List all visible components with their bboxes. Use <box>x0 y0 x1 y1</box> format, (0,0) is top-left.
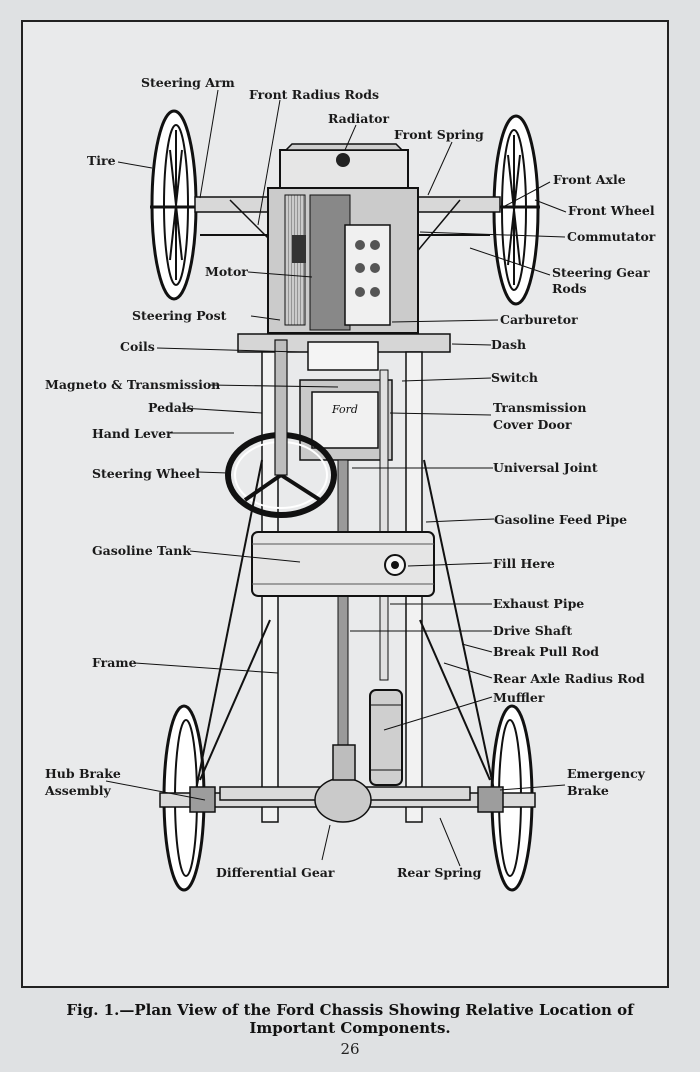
caption-line-1: Fig. 1.—Plan View of the Ford Chassis Sh… <box>66 1001 634 1019</box>
front-left-wheel <box>150 109 198 301</box>
label-steering-wheel: Steering Wheel <box>92 466 201 481</box>
label-universal-joint: Universal Joint <box>493 460 598 475</box>
label-exhaust-pipe: Exhaust Pipe <box>493 596 585 611</box>
label-fill-here: Fill Here <box>493 556 555 571</box>
steering-wheel <box>225 339 337 518</box>
label-emergency-brake: Emergency <box>567 766 645 781</box>
caption-line-2: Important Components. <box>249 1019 451 1037</box>
gasoline-tank <box>251 531 435 597</box>
label-rear-axle-radius-rod: Rear Axle Radius Rod <box>493 671 645 686</box>
label-hub-brake-assembly: Hub Brake <box>45 766 121 781</box>
label-transmission-cover-2: Cover Door <box>493 417 572 432</box>
label-break-pull-rod: Break Pull Rod <box>493 644 600 659</box>
label-differential-gear: Differential Gear <box>216 865 335 880</box>
radiator <box>279 143 409 189</box>
label-gasoline-feed-pipe: Gasoline Feed Pipe <box>494 512 628 527</box>
drive-shaft <box>337 369 389 761</box>
leader-lines <box>105 89 567 867</box>
label-front-axle: Front Axle <box>553 172 626 187</box>
label-coils: Coils <box>120 339 155 354</box>
label-steering-post: Steering Post <box>132 308 227 323</box>
label-hub-brake-assembly-2: Assembly <box>45 783 111 798</box>
label-emergency-brake-2: Brake <box>567 783 609 798</box>
figure-caption: Fig. 1.—Plan View of the Ford Chassis Sh… <box>20 1001 680 1037</box>
label-frame: Frame <box>92 655 137 670</box>
label-rear-spring: Rear Spring <box>397 865 482 880</box>
chassis-diagram: Ford <box>105 89 567 892</box>
label-hand-lever: Hand Lever <box>92 426 173 441</box>
engine-bay <box>267 187 419 334</box>
label-front-spring: Front Spring <box>394 127 484 142</box>
label-commutator: Commutator <box>567 229 656 244</box>
label-carburetor: Carburetor <box>500 312 578 327</box>
label-steering-gear-rods-2: Rods <box>552 281 587 296</box>
label-steering-gear-rods: Steering Gear <box>552 265 650 280</box>
front-right-wheel <box>492 114 540 306</box>
label-tire: Tire <box>87 153 116 168</box>
label-magneto-transmission: Magneto & Transmission <box>45 377 221 392</box>
label-transmission-cover: Transmission <box>493 400 587 415</box>
label-drive-shaft: Drive Shaft <box>493 623 573 638</box>
label-switch: Switch <box>491 370 539 385</box>
coil-box <box>307 341 379 371</box>
label-front-radius-rods: Front Radius Rods <box>249 87 380 102</box>
rear-axle <box>159 744 536 823</box>
label-gasoline-tank: Gasoline Tank <box>92 543 191 558</box>
label-dash: Dash <box>491 337 527 352</box>
label-front-wheel: Front Wheel <box>568 203 655 218</box>
rear-radius-rods <box>195 459 495 791</box>
muffler <box>369 689 403 786</box>
label-steering-arm: Steering Arm <box>141 75 235 90</box>
page-number: 26 <box>340 1040 360 1058</box>
label-motor: Motor <box>205 264 248 279</box>
ford-emblem: Ford <box>331 403 358 416</box>
transmission: Ford <box>299 379 393 461</box>
label-pedals: Pedals <box>148 400 194 415</box>
label-muffler: Muffler <box>493 690 545 705</box>
label-radiator: Radiator <box>328 111 390 126</box>
